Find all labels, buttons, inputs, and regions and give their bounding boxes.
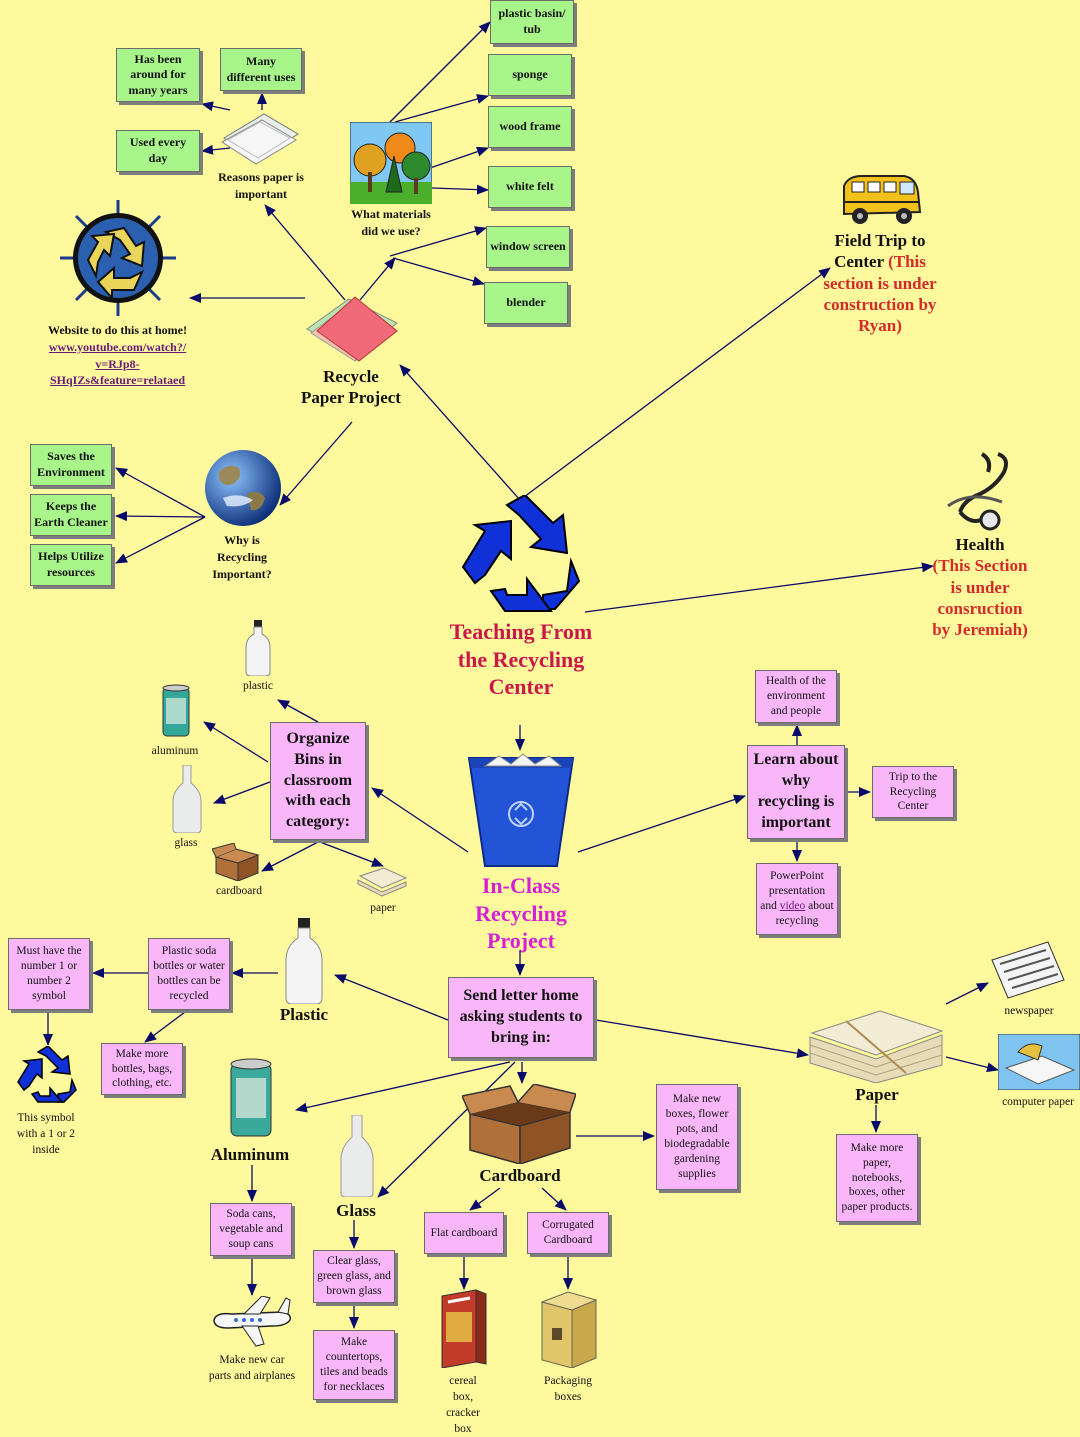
reasons-label: Reasons paper is important: [218, 170, 304, 201]
corrugated-cardboard-box: Corrugated Cardboard: [527, 1212, 609, 1254]
flat-cardboard-box: Flat cardboard: [424, 1212, 504, 1254]
powerpoint-box: PowerPoint presentation and video about …: [756, 863, 838, 935]
plastic-bottles-box: Plastic soda bottles or water bottles ca…: [148, 938, 230, 1010]
reason-box-uses: Many different uses: [220, 48, 302, 91]
in-class-title: In-Class Recycling Project: [475, 873, 567, 953]
soda-cans-box: Soda cans, vegetable and soup cans: [210, 1203, 292, 1256]
stethoscope-icon: [947, 452, 1008, 531]
website-link-3[interactable]: SHqIZs&feature=relataed: [49, 373, 186, 388]
newspaper-label: newspaper: [1004, 1005, 1054, 1017]
bin-paper-label: paper: [370, 902, 396, 914]
cardboard-box-small-icon: [212, 843, 260, 881]
main-title: Teaching From the Recycling Center: [449, 619, 593, 699]
glass-label: Glass: [336, 1201, 376, 1220]
bin-plastic-label: plastic: [242, 680, 274, 692]
bin-aluminum-label: aluminum: [151, 745, 199, 757]
why-box-cleaner: Keeps the Earth Cleaner: [30, 494, 112, 536]
computer-paper-label: computer paper: [1002, 1096, 1074, 1108]
recycling-bin-icon: [467, 753, 575, 867]
paper-sheets-icon: [221, 113, 299, 165]
aluminum-can-large-icon: [230, 1058, 272, 1137]
health-title: Health: [955, 535, 1005, 554]
powerpoint-text-end: about recycling: [775, 900, 834, 927]
material-box-blender: blender: [484, 282, 568, 324]
learn-why-box: Learn about why recycling is important: [747, 745, 845, 839]
reason-box-everyday: Used every day: [116, 130, 200, 172]
symbol-note-label: This symbol with a 1 or 2 inside: [16, 1112, 76, 1157]
computer-paper-icon: [998, 1034, 1080, 1090]
materials-label: What materials did we use?: [351, 207, 431, 238]
make-bottles-box: Make more bottles, bags, clothing, etc.: [101, 1043, 183, 1095]
cereal-box-label: cereal box, cracker box: [446, 1375, 480, 1436]
glass-bottle-icon: [172, 765, 202, 833]
reason-box-years: Has been around for many years: [116, 48, 200, 102]
why-box-resources: Helps Utilize resources: [30, 544, 112, 586]
plastic-bottle-large-icon: [285, 918, 323, 1004]
glass-types-box: Clear glass, green glass, and brown glas…: [313, 1250, 395, 1303]
packaging-box-icon: [540, 1291, 598, 1368]
aluminum-label: Aluminum: [210, 1145, 290, 1164]
number-symbol-box: Must have the number 1 or number 2 symbo…: [8, 938, 90, 1010]
trees-icon: [350, 122, 432, 204]
aluminum-can-icon: [162, 684, 190, 737]
paper-label: Paper: [855, 1085, 899, 1104]
website-link-2[interactable]: v=RJp8-: [95, 356, 140, 371]
powerpoint-text: PowerPoint presentation and: [760, 870, 826, 912]
field-trip-label: Field Trip to Center (This section is un…: [820, 230, 940, 336]
earth-globe-icon: [205, 450, 281, 526]
video-link[interactable]: video: [779, 900, 806, 912]
send-letter-box: Send letter home asking students to brin…: [448, 977, 594, 1058]
plastic-bottle-icon: [245, 620, 271, 676]
material-box-basin: plastic basin/ tub: [490, 0, 574, 44]
material-box-screen: window screen: [486, 226, 570, 268]
cereal-box-icon: [441, 1289, 487, 1368]
glass-bottle-large-icon: [340, 1115, 374, 1197]
packaging-boxes-label: Packaging boxes: [544, 1375, 592, 1404]
field-trip-note: (This section is under construction by R…: [823, 252, 937, 335]
website-label: Website to do this at home! www.youtube.…: [30, 322, 205, 389]
make-car-parts-label: Make new car parts and airplanes: [208, 1354, 296, 1383]
recycle-symbol-icon: [17, 1046, 77, 1103]
make-new-boxes-box: Make new boxes, flower pots, and biodegr…: [656, 1084, 738, 1190]
organize-bins-box: Organize Bins in classroom with each cat…: [270, 722, 366, 840]
why-box-environment: Saves the Environment: [30, 444, 112, 486]
make-more-paper-box: Make more paper, notebooks, boxes, other…: [836, 1134, 918, 1222]
recycle-badge-icon: [60, 200, 176, 316]
bin-glass-label: glass: [174, 837, 198, 849]
field-trip-title: Field Trip to Center: [834, 231, 926, 272]
paper-bundle-small-icon: [357, 867, 408, 897]
website-title: Website to do this at home!: [48, 323, 187, 337]
website-link-1[interactable]: www.youtube.com/watch?/: [48, 339, 187, 354]
material-box-wood-frame: wood frame: [488, 106, 572, 148]
plastic-label: Plastic: [279, 1005, 329, 1024]
make-countertops-box: Make countertops, tiles and beads for ne…: [313, 1330, 395, 1400]
health-environment-box: Health of the environment and people: [755, 670, 837, 723]
newspaper-icon: [991, 941, 1065, 999]
airplane-icon: [213, 1296, 292, 1347]
paper-bundle-large-icon: [809, 1010, 944, 1083]
material-box-felt: white felt: [488, 166, 572, 208]
material-box-sponge: sponge: [488, 54, 572, 96]
trip-center-box: Trip to the Recycling Center: [872, 766, 954, 818]
cardboard-label: Cardboard: [479, 1166, 561, 1185]
health-note: (This Section is under consruction by Je…: [932, 556, 1028, 639]
recycle-icon: [461, 495, 581, 612]
cardboard-box-large-icon: [462, 1084, 576, 1164]
recycle-paper-label: Recycle Paper Project: [301, 367, 401, 408]
bin-cardboard-label: cardboard: [216, 885, 262, 897]
health-label: Health (This Section is under consructio…: [930, 534, 1030, 640]
colored-paper-icon: [306, 296, 398, 362]
school-bus-icon: [843, 175, 922, 224]
why-recycling-label: Why is Recycling Important?: [212, 533, 272, 581]
